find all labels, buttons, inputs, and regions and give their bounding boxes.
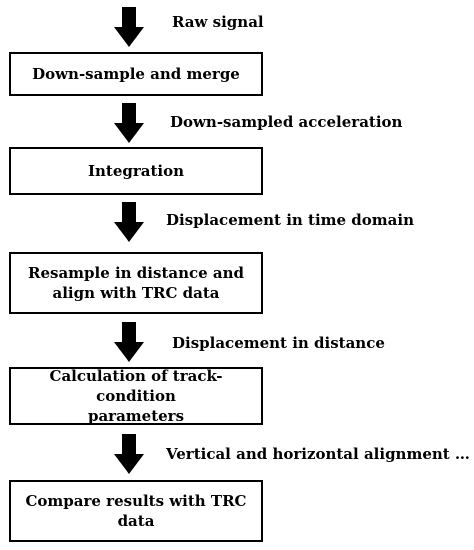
arrow-down-icon	[114, 434, 144, 474]
step-line: Resample in distance and	[27, 264, 245, 282]
arrow-down-icon	[114, 7, 144, 47]
step-compare-box: Compare results with TRC data	[9, 480, 263, 542]
arrow-label-raw-signal: Raw signal	[172, 13, 264, 31]
arrow-down-icon	[114, 202, 144, 242]
arrow-label-displacement-distance: Displacement in distance	[172, 334, 385, 352]
step-line: data	[117, 512, 155, 530]
step-integration-box: Integration	[9, 147, 263, 195]
step-resample-box: Resample in distance and align with TRC …	[9, 252, 263, 314]
step-line: Integration	[87, 162, 185, 180]
step-line: Calculation of track-condition	[49, 367, 223, 405]
arrow-down-icon	[114, 103, 144, 143]
arrow-label-downsampled-acceleration: Down-sampled acceleration	[170, 113, 403, 131]
step-down-sample-box: Down-sample and merge	[9, 52, 263, 96]
step-line: Down-sample and merge	[32, 65, 240, 83]
step-line: align with TRC data	[52, 284, 220, 302]
step-line: Compare results with TRC	[25, 492, 247, 510]
step-calculation-box: Calculation of track-condition parameter…	[9, 367, 263, 425]
arrow-label-alignment: Vertical and horizontal alignment …	[166, 445, 470, 463]
arrow-label-displacement-time: Displacement in time domain	[166, 211, 414, 229]
arrow-down-icon	[114, 322, 144, 362]
step-line: parameters	[87, 407, 185, 425]
